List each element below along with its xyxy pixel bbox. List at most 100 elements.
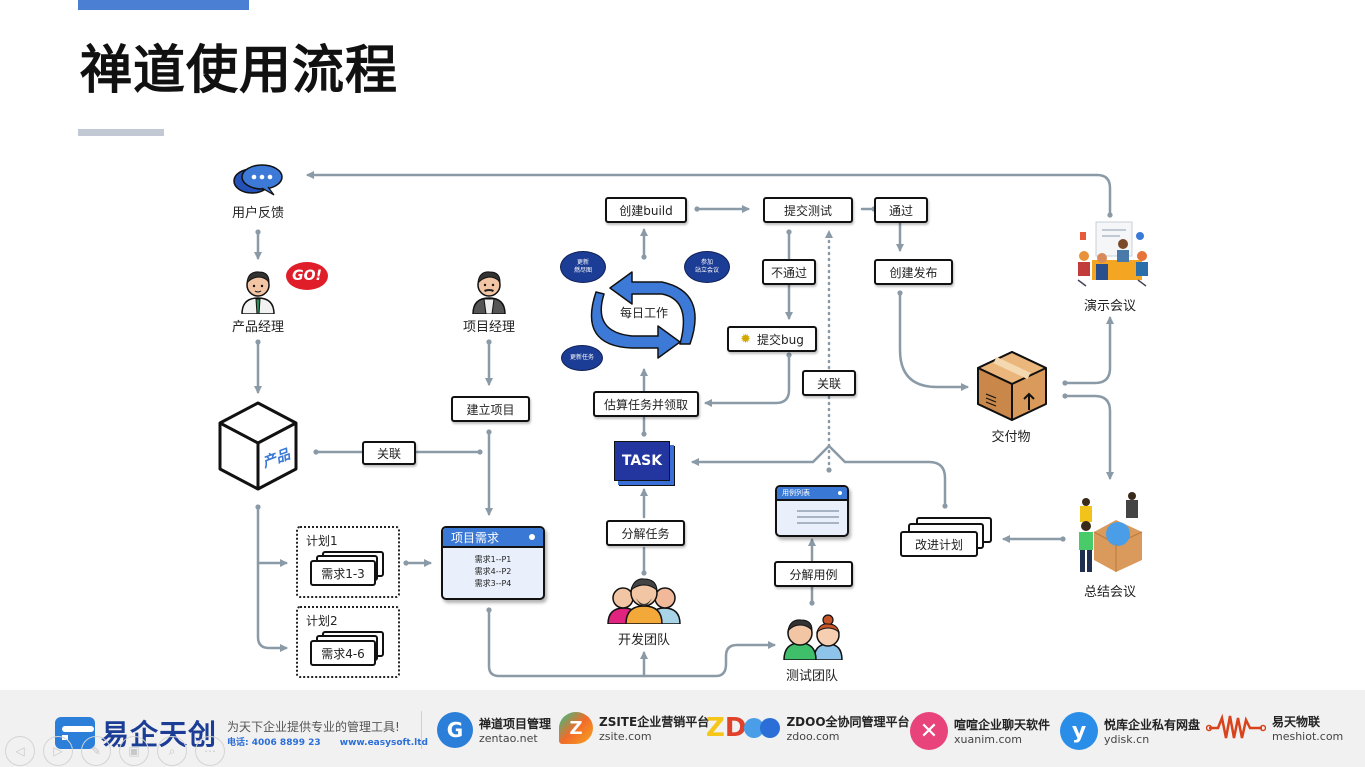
- product-cube-icon: [218, 401, 298, 491]
- pen-tool-button[interactable]: ✎: [81, 736, 111, 766]
- label-user-feedback: 用户反馈: [231, 206, 285, 221]
- connector-release-to-deliverable: [897, 290, 969, 391]
- label-project-manager: 项目经理: [462, 320, 516, 335]
- connector-deliverable-to-demo: [1062, 316, 1114, 386]
- label-deliverable: 交付物: [991, 430, 1031, 445]
- zoom-button[interactable]: ⌕: [157, 736, 187, 766]
- brand-name: ZDOO全协同管理平台: [786, 715, 910, 729]
- relate-case-box: 关联: [802, 370, 856, 396]
- story-item: 需求3--P4: [474, 579, 512, 588]
- split-case-box: 分解用例: [774, 561, 853, 587]
- brand-url: zdoo.com: [786, 730, 840, 743]
- xuanxuan-logo-icon: ✕: [910, 712, 948, 750]
- previous-slide-button[interactable]: ◁: [5, 736, 35, 766]
- brand-url: zentao.net: [479, 732, 538, 745]
- create-build-box: 创建build: [605, 197, 687, 223]
- title-underline: [78, 129, 164, 136]
- next-icon: ▷: [53, 744, 63, 758]
- plan2-stories: 需求4-6: [310, 640, 376, 666]
- plan1-title: 计划1: [306, 534, 338, 548]
- fail-box: 不通过: [762, 259, 816, 285]
- window-dot-icon: [529, 534, 535, 540]
- company-website[interactable]: www.easysoft.ltd: [339, 738, 428, 748]
- create-release-box: 创建发布: [874, 259, 953, 285]
- submit-test-box: 提交测试: [763, 197, 853, 223]
- create-project-box: 建立项目: [451, 396, 530, 422]
- plan1-group: 计划1: [296, 526, 400, 598]
- daily-work-label: 每日工作: [619, 306, 669, 320]
- connector-product-to-plans: [255, 504, 288, 652]
- zsite-logo-icon: Z: [559, 712, 593, 744]
- test-team-avatars-icon: [783, 614, 843, 660]
- slides-overview-button[interactable]: ▣: [119, 736, 149, 766]
- story-item: 需求1--P1: [474, 555, 512, 564]
- product-manager-avatar-icon: [241, 271, 275, 314]
- demo-meeting-illustration-icon: [1077, 221, 1148, 287]
- footer-divider: [421, 711, 422, 749]
- estimate-task-box: 估算任务并领取: [593, 391, 699, 417]
- improve-plan-stack: 改进计划: [900, 517, 994, 559]
- brand-url: xuanim.com: [954, 733, 1022, 746]
- plan1-stories: 需求1-3: [310, 560, 376, 586]
- bubble-burndown: 更新燃尽图: [560, 251, 606, 283]
- improve-plan-box: 改进计划: [900, 531, 978, 557]
- plan2-title: 计划2: [306, 614, 338, 628]
- label-dev-team: 开发团队: [617, 633, 671, 648]
- bug-icon: ✹: [740, 331, 752, 347]
- connector-stories-to-teams: [486, 607, 776, 678]
- deliverable-package-icon: [977, 351, 1047, 421]
- company-phone: 电话: 4006 8899 23: [227, 738, 321, 748]
- bubble-burndown-line2: 燃尽图: [573, 267, 592, 274]
- retro-meeting-illustration-icon: [1079, 492, 1143, 572]
- brand-url: zsite.com: [599, 730, 652, 743]
- company-slogan: 为天下企业提供专业的管理工具!: [227, 720, 400, 734]
- dev-team-avatars-icon: [607, 578, 681, 624]
- next-slide-button[interactable]: ▷: [43, 736, 73, 766]
- brand-url: ydisk.cn: [1104, 733, 1150, 746]
- bubble-burndown-line1: 更新: [576, 259, 589, 266]
- task-card: TASK: [614, 441, 670, 481]
- chat-bubble-icon: [233, 164, 283, 196]
- label-product-manager: 产品经理: [231, 320, 285, 335]
- relate-product-box: 关联: [362, 441, 416, 465]
- more-icon: ⋯: [204, 744, 216, 758]
- label-retro-meeting: 总结会议: [1083, 585, 1137, 600]
- case-list-lines: [777, 501, 847, 533]
- connector-improve-to-task: [691, 444, 948, 509]
- plan1-stories-stack: 需求1-3: [310, 551, 386, 587]
- label-demo-meeting: 演示会议: [1083, 299, 1137, 314]
- case-list-window: 用例列表: [775, 485, 849, 537]
- more-options-button[interactable]: ⋯: [195, 736, 225, 766]
- connector-demo-to-feedback: [306, 171, 1113, 218]
- slides-icon: ▣: [128, 744, 140, 758]
- zentao-logo-icon: G: [437, 712, 473, 748]
- bubble-standup-line1: 参加: [700, 259, 713, 266]
- company-brand: 易企天创 为天下企业提供专业的管理工具! 电话: 4006 8899 23 ww…: [55, 713, 428, 753]
- bubble-standup-line2: 站立会议: [694, 267, 719, 274]
- project-stories-window: 项目需求 需求1--P1 需求4--P2 需求3--P4: [441, 526, 545, 600]
- meshiot-logo-icon: [1206, 713, 1266, 739]
- project-manager-avatar-icon: [472, 271, 506, 314]
- bubble-update-task: 更新任务: [561, 345, 603, 371]
- submit-bug-label: 提交bug: [757, 332, 804, 347]
- daily-cycle-arrows-icon: [590, 271, 696, 359]
- go-badge: GO!: [286, 262, 328, 290]
- bubble-standup: 参加站立会议: [684, 251, 730, 283]
- window-dot-icon: [838, 491, 842, 495]
- submit-bug-box: ✹ 提交bug: [727, 326, 817, 352]
- connector-bug-to-estimate: [704, 352, 792, 407]
- accent-bar: [78, 0, 249, 10]
- brand-name: 喧喧企业聊天软件: [954, 718, 1051, 732]
- pass-box: 通过: [874, 197, 928, 223]
- plan2-group: 计划2: [296, 606, 400, 678]
- story-item: 需求4--P2: [474, 567, 512, 576]
- zdoo-logo-icon: Z D: [706, 712, 781, 744]
- brand-name: 禅道项目管理: [479, 717, 552, 731]
- flow-connectors: [254, 171, 1114, 678]
